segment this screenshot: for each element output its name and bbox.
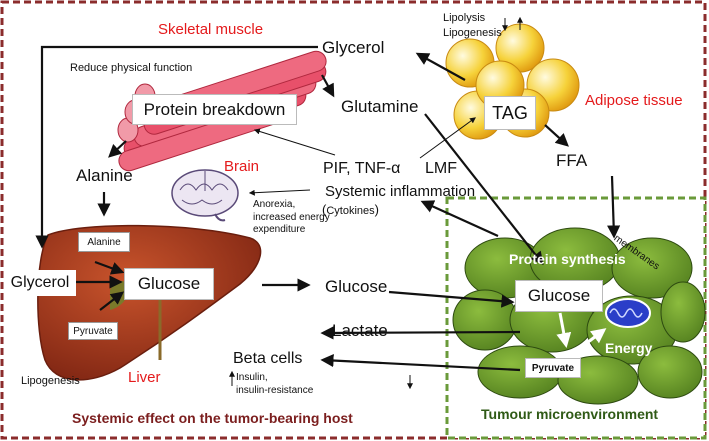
liver-alanine-box: Alanine (78, 232, 130, 252)
ffa-label: FFA (556, 151, 588, 170)
protein-breakdown-box: Protein breakdown (132, 94, 297, 125)
alanine-label: Alanine (76, 166, 133, 185)
systemic-inflammation-label: Systemic inflammation (325, 183, 476, 200)
lipogenesis-bottom-label: Lipogenesis (21, 375, 80, 387)
glutamine-label: Glutamine (341, 97, 419, 116)
tumor-pyruvate-box: Pyruvate (525, 358, 581, 378)
skeletal-muscle-label: Skeletal muscle (158, 21, 264, 38)
lipolysis-label: Lipolysis (443, 12, 486, 24)
systemic-effect-title: Systemic effect on the tumor-bearing hos… (72, 410, 353, 426)
brain-illustration (171, 169, 239, 222)
cytokines-text: Cytokines (326, 205, 375, 217)
glucose-mid-label: Glucose (325, 277, 388, 296)
liver-glucose-box: Glucose (124, 268, 214, 300)
energy-arrows (556, 312, 607, 354)
tag-box: TAG (484, 96, 536, 130)
brain-label: Brain (224, 158, 260, 175)
mitochondrion-icon (605, 298, 651, 328)
cytokines-label: (Cytokines) (322, 202, 379, 217)
protein-synthesis-label: Protein synthesis (509, 251, 626, 267)
liver-label: Liver (128, 369, 161, 386)
pif-tnf-label: PIF, TNF-α (323, 160, 401, 177)
lipogenesis-top-label: Lipogenesis (443, 27, 502, 39)
liver-glycerol-box: Glycerol (4, 270, 76, 296)
liver-illustration (37, 224, 262, 381)
lactate-label: Lactate (332, 321, 388, 340)
lmf-label: LMF (425, 160, 457, 177)
anorexia-label: Anorexia, increased energy expenditure (253, 199, 330, 235)
tumor-glucose-box: Glucose (515, 280, 603, 312)
adipose-tissue-label: Adipose tissue (585, 92, 683, 109)
liver-pyruvate-box: Pyruvate (68, 322, 118, 340)
insulin-label: Insulin, insulin-resistance (236, 372, 314, 396)
tumour-microenvironment-title: Tumour microenvironment (481, 406, 659, 422)
pathway-arrows (35, 45, 621, 372)
signal-arrows (229, 16, 523, 390)
glycerol-top-label: Glycerol (322, 38, 385, 57)
beta-cells-label: Beta cells (233, 350, 303, 367)
energy-label: Energy (605, 340, 653, 356)
reduce-physical-function-label: Reduce physical function (70, 62, 193, 74)
